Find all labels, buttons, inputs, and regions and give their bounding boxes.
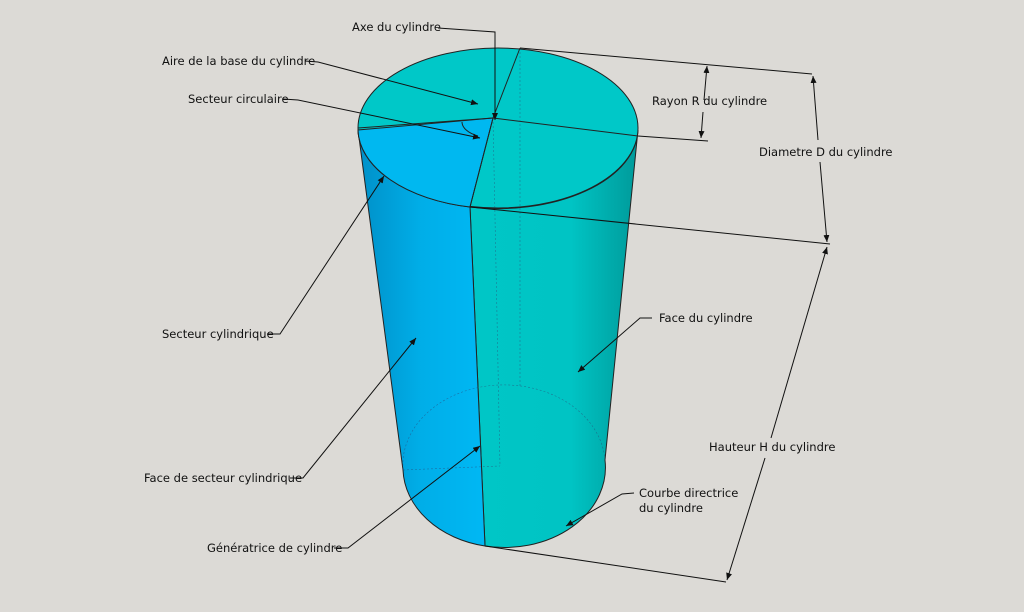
leader-lines [267, 27, 652, 549]
label-aire-base: Aire de la base du cylindre [162, 54, 316, 68]
label-face-secteur: Face de secteur cylindrique [144, 471, 303, 485]
label-courbe-directrice: Courbe directrice du cylindre [639, 486, 738, 516]
label-secteur-cylindrique: Secteur cylindrique [162, 327, 274, 341]
label-rayon: Rayon R du cylindre [652, 94, 768, 108]
label-generatrice: Génératrice de cylindre [207, 541, 343, 555]
circular-sector [357, 117, 494, 208]
label-hauteur: Hauteur H du cylindre [709, 440, 836, 454]
label-courbe-line1: Courbe directrice [639, 486, 739, 500]
label-axe: Axe du cylindre [352, 20, 441, 34]
label-diametre: Diametre D du cylindre [759, 145, 893, 159]
label-courbe-line2: du cylindre [639, 501, 703, 515]
dimension-lines [469, 47, 831, 583]
cylinder-body [357, 47, 639, 548]
label-face: Face du cylindre [659, 311, 753, 325]
label-secteur-circulaire: Secteur circulaire [188, 92, 289, 106]
